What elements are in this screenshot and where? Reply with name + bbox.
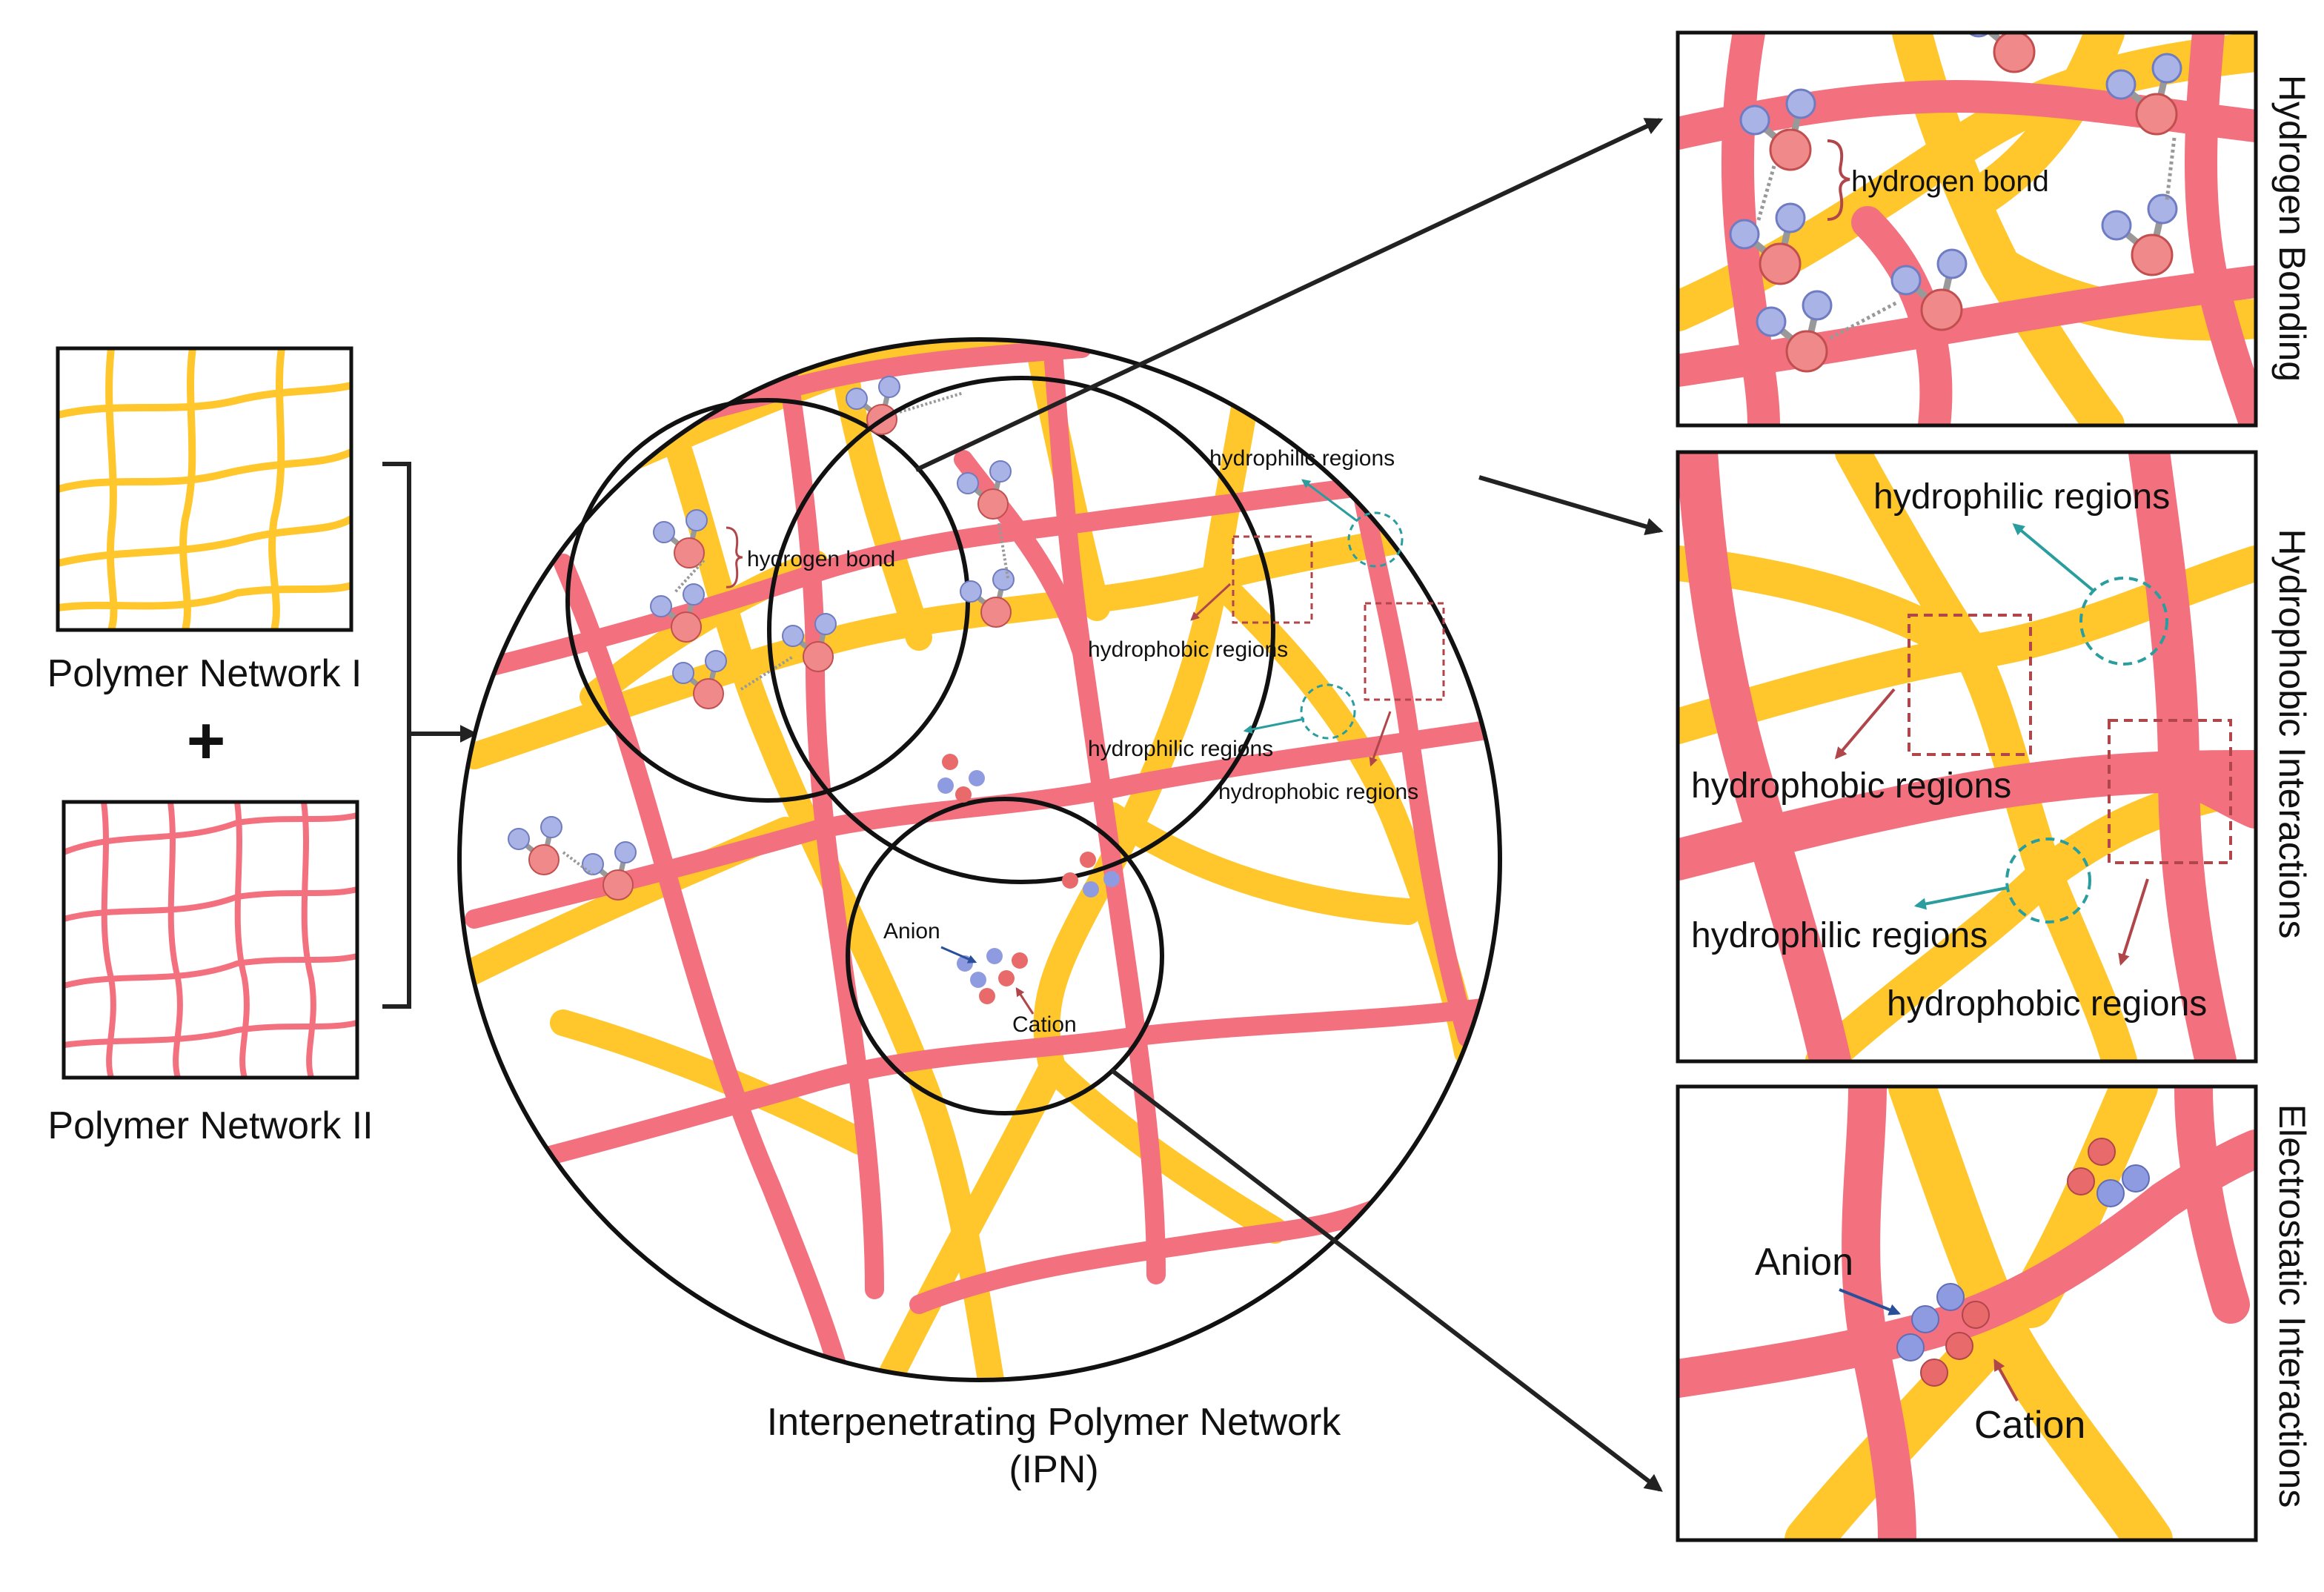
hydrophilic-label-center-1: hydrophilic regions — [1209, 446, 1395, 471]
electro-panel: Anion Cation — [1676, 1084, 2258, 1542]
ipn-title: Interpenetrating Polymer Network — [767, 1401, 1342, 1444]
ipn-circle — [457, 337, 1502, 1382]
hbond-panel: hydrogen bond — [1676, 30, 2258, 428]
hbond-side-title: Hydrogen Bonding — [2271, 75, 2313, 382]
hydrophobic-zoom-circle: hydrophilic regions hydrophobic regions … — [767, 376, 1445, 884]
water-molecules-center — [508, 377, 1014, 900]
anion-label-panel: Anion — [1755, 1241, 1853, 1284]
ipn-subtitle: (IPN) — [1009, 1448, 1098, 1491]
network-2-label: Polymer Network II — [47, 1104, 373, 1147]
electro-side-title: Electrostatic Interactions — [2271, 1104, 2313, 1508]
polymer-network-2-box — [62, 800, 359, 1080]
hydrophobic-label-panel-2: hydrophobic regions — [1887, 984, 2207, 1024]
hbond-label-center: hydrogen bond — [747, 547, 895, 571]
hydrophobic-label-center-2: hydrophobic regions — [1218, 780, 1418, 804]
hbond-zoom-circle: hydrogen bond — [508, 377, 1014, 900]
polymer-network-1-box — [56, 346, 353, 632]
hbond-label-panel: hydrogen bond — [1851, 165, 2049, 198]
ions-panel — [1896, 1138, 2150, 1387]
hydrophobic-label-center-1: hydrophobic regions — [1088, 637, 1288, 662]
cation-label-panel: Cation — [1974, 1404, 2085, 1447]
plus-sign: + — [187, 704, 226, 778]
hydrophilic-label-center-2: hydrophilic regions — [1088, 737, 1273, 761]
arrow-to-hbond-panel — [914, 118, 1664, 472]
electrostatic-zoom-circle: Anion Cation — [846, 754, 1164, 1115]
hydrophobic-label-panel-1: hydrophobic regions — [1691, 766, 2011, 806]
arrow-to-hydrophobic-panel — [1478, 475, 1664, 536]
combine-bracket — [382, 462, 411, 1009]
network-1-label: Polymer Network I — [47, 652, 362, 695]
hydrophobic-panel: hydrophilic regions hydrophobic regions … — [1676, 450, 2258, 1064]
anion-label-center: Anion — [883, 919, 940, 943]
hydrophobic-side-title: Hydrophobic Interactions — [2271, 528, 2313, 938]
cation-label-center: Cation — [1012, 1012, 1077, 1037]
hydrophilic-label-panel-2: hydrophilic regions — [1691, 916, 1988, 955]
arrow-to-electro-panel — [1110, 1068, 1663, 1492]
hydrophilic-label-panel-1: hydrophilic regions — [1873, 477, 2170, 517]
